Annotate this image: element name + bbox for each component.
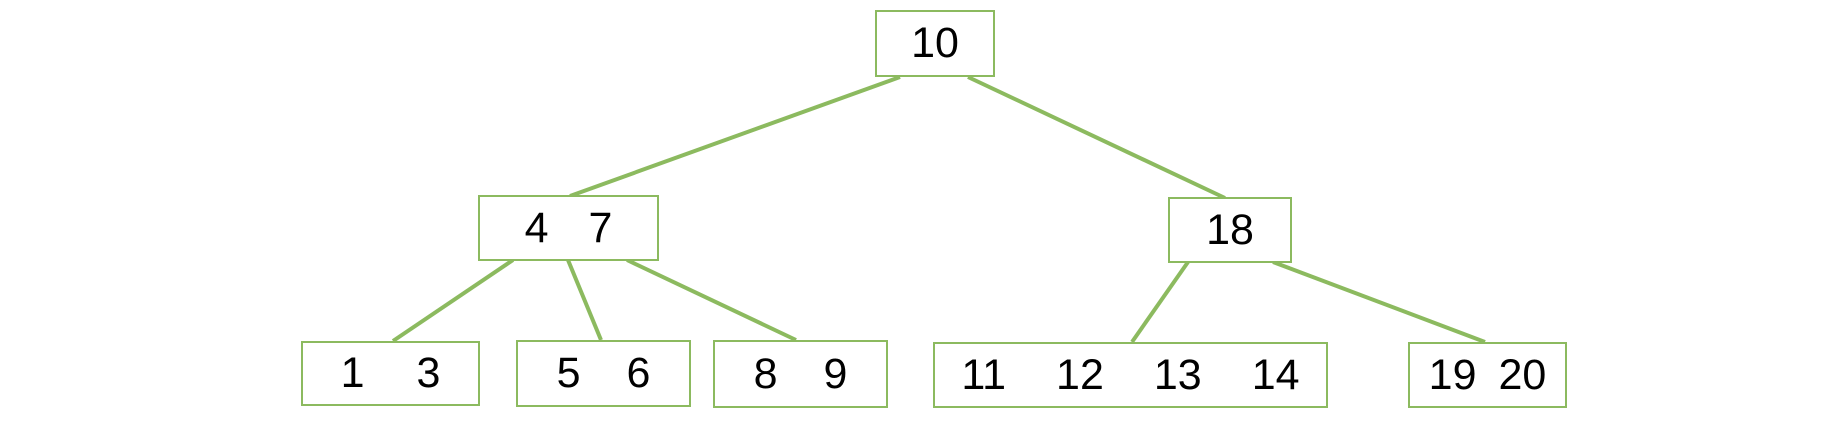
node-key: 12	[1056, 350, 1104, 399]
tree-edge-root-n47	[569, 75, 901, 198]
tree-edge-n18-l1920	[1272, 260, 1486, 344]
node-key: 4	[524, 203, 549, 252]
node-key: 19	[1428, 350, 1477, 399]
node-key: 18	[1206, 205, 1254, 254]
tree-node-n18: 18	[1168, 197, 1292, 263]
tree-edge-n47-l13	[391, 258, 515, 343]
tree-edge-n47-l56	[566, 259, 603, 341]
node-key: 14	[1251, 350, 1300, 399]
tree-edge-n47-l89	[626, 258, 797, 342]
node-key: 7	[588, 203, 613, 252]
node-key: 10	[911, 19, 959, 67]
node-key: 13	[1153, 350, 1202, 399]
node-key: 11	[961, 350, 1007, 399]
tree-edge-n18-l1114	[1130, 260, 1190, 344]
tree-edge-root-n18	[967, 75, 1226, 200]
node-key: 6	[626, 349, 651, 397]
node-key: 5	[556, 349, 581, 397]
node-key: 20	[1498, 350, 1547, 399]
node-key: 3	[416, 349, 441, 397]
node-key: 1	[340, 349, 365, 397]
node-key: 9	[823, 349, 848, 398]
node-key: 8	[753, 349, 778, 398]
tree-node-root: 10	[875, 10, 995, 77]
tree-node-l1114: 11 12 13 14	[933, 342, 1328, 408]
